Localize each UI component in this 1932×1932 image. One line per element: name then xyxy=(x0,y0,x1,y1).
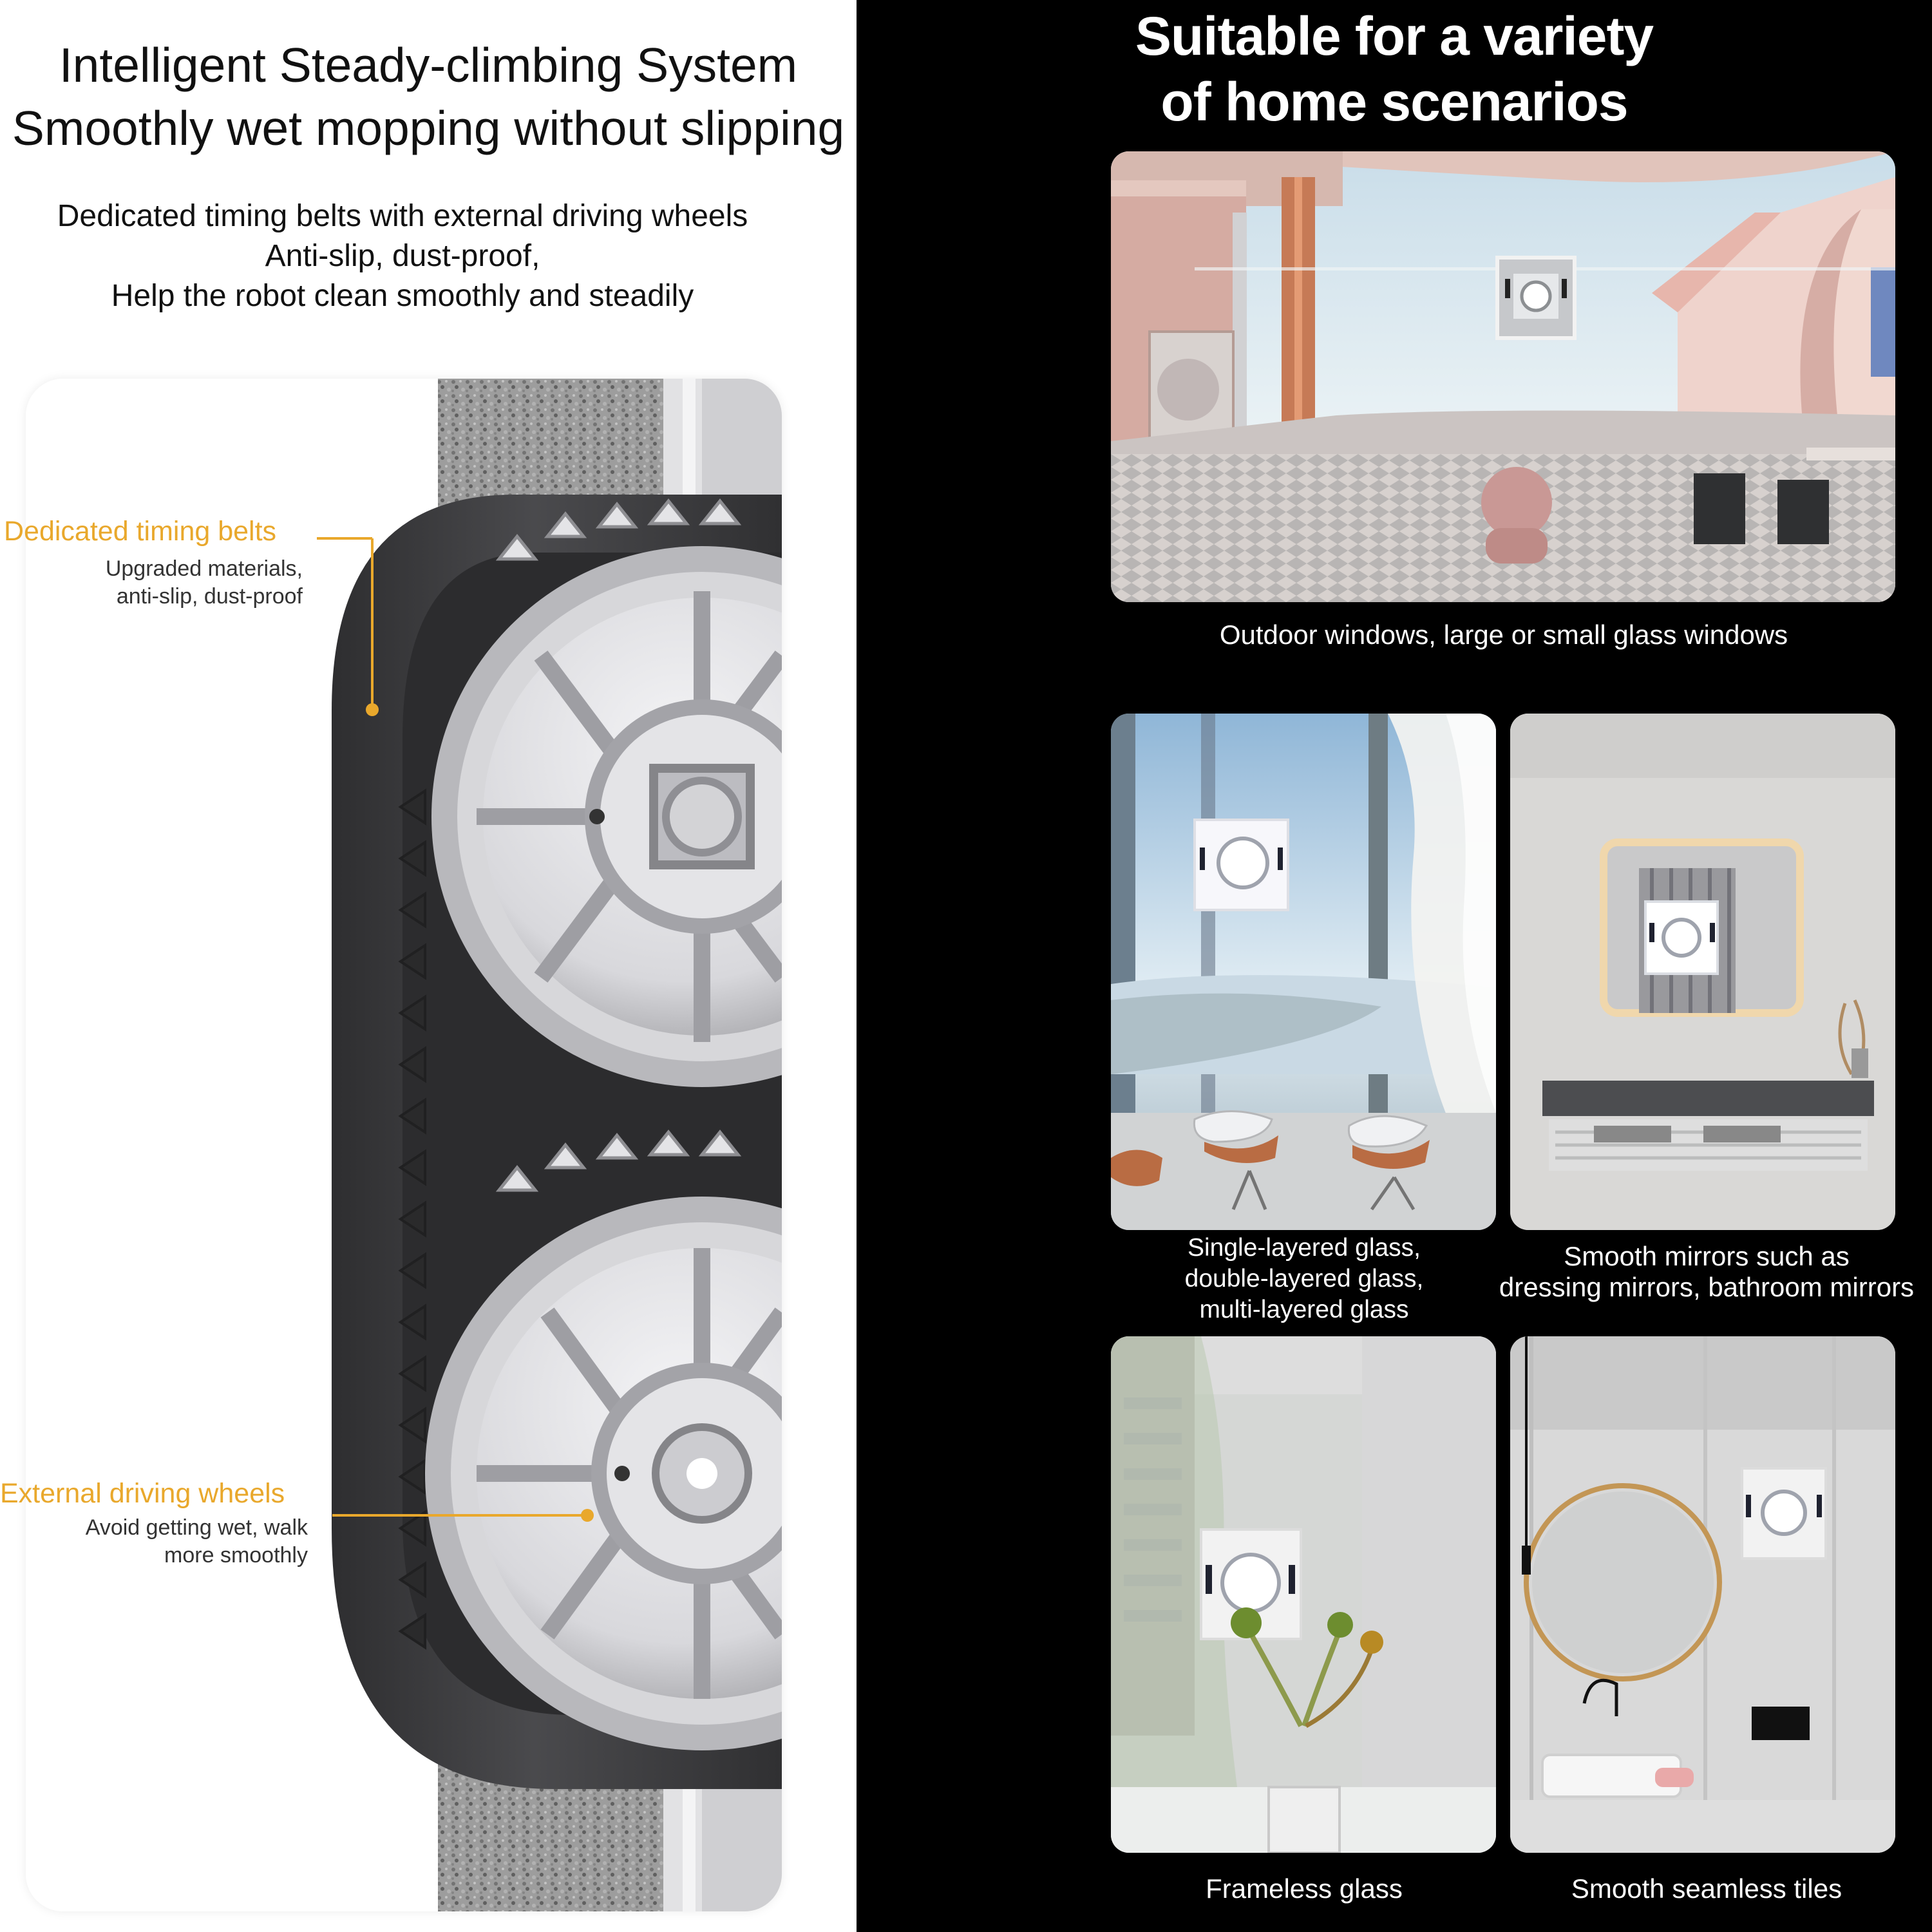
seamless-tiles-caption: Smooth seamless tiles xyxy=(1571,1873,1842,1904)
frameless-glass-caption: Frameless glass xyxy=(1206,1873,1403,1904)
driving-wheel-callout: External driving wheels Avoid getting we… xyxy=(0,1478,599,1594)
frameless-glass-scene xyxy=(1111,1336,1496,1853)
multi-layer-glass-caption: Single-layered glass, double-layered gla… xyxy=(1184,1234,1424,1323)
timing-belt-callout-title: Dedicated timing belts xyxy=(4,516,277,547)
home-scenarios-title: Suitable for a variety of home scenarios xyxy=(1135,6,1654,132)
home-scenarios-section: Suitable for a variety of home scenarios xyxy=(857,0,1932,1932)
steady-climbing-system-section: Intelligent Steady-climbing System Smoot… xyxy=(0,0,857,1932)
timing-belt-gear-graphic xyxy=(26,379,782,1911)
timing-belt-mechanism-card xyxy=(26,379,782,1911)
driving-wheel-callout-title: External driving wheels xyxy=(0,1478,285,1509)
seamless-tiles-scene xyxy=(1510,1336,1895,1853)
multi-layer-glass-scene xyxy=(1111,714,1496,1230)
outdoor-window-caption: Outdoor windows, large or small glass wi… xyxy=(1219,620,1788,650)
timing-belt-callout-subtitle: Upgraded materials, anti-slip, dust-proo… xyxy=(105,556,303,609)
driving-wheel-callout-subtitle: Avoid getting wet, walk more smoothly xyxy=(85,1515,308,1567)
bathroom-mirror-scene xyxy=(1510,714,1895,1230)
timing-belt-callout: Dedicated timing belts Upgraded material… xyxy=(0,513,406,725)
bathroom-mirror-caption: Smooth mirrors such as dressing mirrors,… xyxy=(1499,1241,1915,1302)
steady-climbing-description: Dedicated timing belts with external dri… xyxy=(57,199,748,313)
outdoor-window-scene xyxy=(1111,151,1895,602)
steady-climbing-title: Intelligent Steady-climbing System Smoot… xyxy=(12,38,845,155)
